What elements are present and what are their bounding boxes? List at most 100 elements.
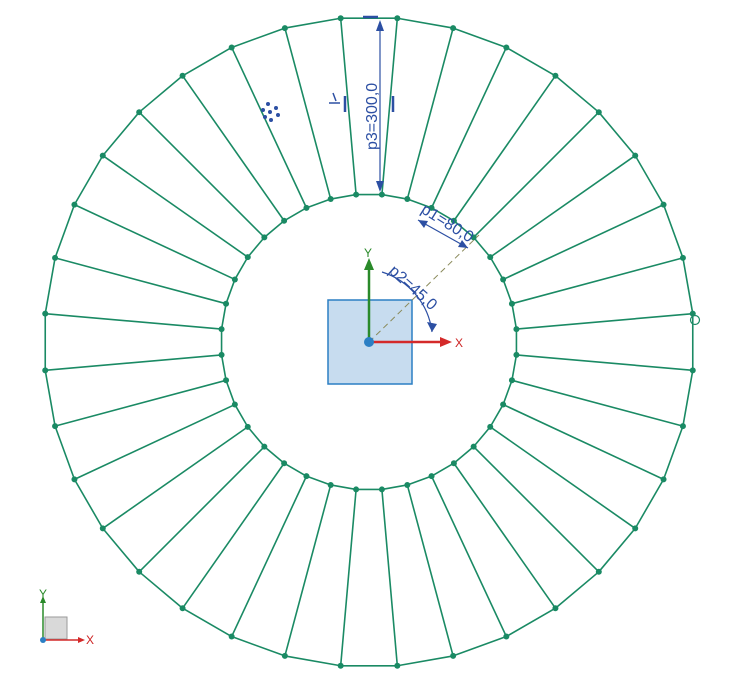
radial-line[interactable]	[54, 379, 227, 427]
outer-vertex[interactable]	[71, 201, 78, 208]
radial-line[interactable]	[489, 426, 636, 530]
radial-line[interactable]	[102, 154, 249, 258]
inner-vertex[interactable]	[231, 276, 238, 283]
outer-vertex[interactable]	[632, 525, 639, 532]
inner-segment[interactable]	[225, 380, 236, 405]
outer-vertex[interactable]	[337, 662, 344, 669]
outer-vertex[interactable]	[228, 44, 235, 51]
inner-segment[interactable]	[381, 484, 408, 491]
dimension-p1[interactable]: p1=80,0	[418, 201, 477, 246]
inner-vertex[interactable]	[508, 377, 515, 384]
outer-segment[interactable]	[54, 204, 76, 259]
outer-vertex[interactable]	[71, 476, 78, 483]
outer-vertex[interactable]	[679, 423, 686, 430]
outer-segment[interactable]	[682, 257, 694, 314]
inner-segment[interactable]	[431, 462, 455, 477]
radial-line[interactable]	[406, 484, 454, 657]
radial-line[interactable]	[453, 75, 557, 222]
outer-segment[interactable]	[102, 527, 140, 573]
radial-line[interactable]	[473, 446, 600, 573]
inner-vertex[interactable]	[353, 486, 360, 493]
outer-segment[interactable]	[231, 635, 286, 657]
inner-segment[interactable]	[489, 404, 504, 428]
inner-vertex[interactable]	[487, 254, 494, 261]
inner-segment[interactable]	[407, 475, 432, 486]
inner-vertex[interactable]	[428, 473, 435, 480]
outer-vertex[interactable]	[136, 109, 143, 116]
outer-segment[interactable]	[662, 204, 684, 259]
outer-vertex[interactable]	[632, 152, 639, 159]
radial-line[interactable]	[45, 312, 222, 330]
inner-segment[interactable]	[263, 220, 285, 238]
outer-vertex[interactable]	[689, 367, 696, 374]
outer-segment[interactable]	[452, 27, 507, 49]
inner-segment[interactable]	[473, 236, 491, 258]
inner-segment[interactable]	[489, 256, 504, 280]
inner-segment[interactable]	[381, 193, 408, 200]
outer-vertex[interactable]	[99, 152, 106, 159]
outer-segment[interactable]	[505, 46, 556, 77]
outer-vertex[interactable]	[595, 568, 602, 575]
outer-segment[interactable]	[231, 27, 286, 49]
outer-vertex[interactable]	[52, 254, 59, 261]
radial-line[interactable]	[502, 203, 664, 281]
inner-vertex[interactable]	[404, 481, 411, 488]
view-orientation-triad[interactable]: X Y	[39, 587, 94, 647]
inner-segment[interactable]	[306, 198, 331, 209]
radial-line[interactable]	[138, 111, 265, 238]
inner-vertex[interactable]	[378, 191, 385, 198]
outer-segment[interactable]	[284, 17, 341, 29]
inner-vertex[interactable]	[223, 300, 230, 307]
outer-vertex[interactable]	[99, 525, 106, 532]
outer-vertex[interactable]	[281, 25, 288, 32]
outer-segment[interactable]	[284, 655, 341, 667]
outer-vertex[interactable]	[42, 310, 49, 317]
outer-vertex[interactable]	[660, 201, 667, 208]
inner-segment[interactable]	[247, 426, 265, 448]
inner-vertex[interactable]	[218, 351, 225, 358]
inner-vertex[interactable]	[487, 423, 494, 430]
inner-vertex[interactable]	[281, 460, 288, 467]
radial-line[interactable]	[138, 446, 265, 573]
outer-vertex[interactable]	[503, 633, 510, 640]
outer-vertex[interactable]	[52, 423, 59, 430]
radial-line[interactable]	[511, 257, 684, 305]
inner-segment[interactable]	[453, 220, 475, 238]
inner-vertex[interactable]	[404, 196, 411, 203]
radial-line[interactable]	[284, 484, 332, 657]
outer-segment[interactable]	[138, 75, 184, 113]
radial-line[interactable]	[339, 18, 357, 195]
inner-segment[interactable]	[234, 256, 249, 280]
inner-segment[interactable]	[502, 279, 513, 304]
outer-segment[interactable]	[505, 607, 556, 638]
outer-vertex[interactable]	[394, 662, 401, 669]
outer-segment[interactable]	[73, 478, 104, 529]
inner-segment[interactable]	[453, 446, 475, 464]
inner-segment[interactable]	[234, 404, 249, 428]
radial-line[interactable]	[54, 257, 227, 305]
inner-segment[interactable]	[225, 279, 236, 304]
inner-segment[interactable]	[431, 207, 455, 222]
inner-segment[interactable]	[306, 475, 331, 486]
radial-line[interactable]	[511, 379, 684, 427]
radial-line[interactable]	[453, 462, 557, 609]
radial-line[interactable]	[74, 203, 236, 281]
outer-segment[interactable]	[44, 370, 56, 427]
inner-vertex[interactable]	[327, 481, 334, 488]
inner-segment[interactable]	[283, 462, 307, 477]
outer-segment[interactable]	[634, 155, 665, 206]
endpoint-marker[interactable]	[689, 314, 701, 326]
outer-segment[interactable]	[102, 111, 140, 157]
outer-segment[interactable]	[138, 571, 184, 609]
radial-line[interactable]	[516, 354, 693, 372]
inner-segment[interactable]	[330, 484, 357, 491]
outer-vertex[interactable]	[450, 25, 457, 32]
radial-line[interactable]	[473, 111, 600, 238]
outer-segment[interactable]	[182, 46, 233, 77]
dimension-p3[interactable]: p3=300,0	[364, 83, 381, 150]
ring-vertices[interactable]	[42, 15, 696, 669]
inner-segment[interactable]	[263, 446, 285, 464]
inner-segment[interactable]	[511, 354, 518, 381]
inner-segment[interactable]	[407, 198, 432, 209]
inner-vertex[interactable]	[303, 473, 310, 480]
